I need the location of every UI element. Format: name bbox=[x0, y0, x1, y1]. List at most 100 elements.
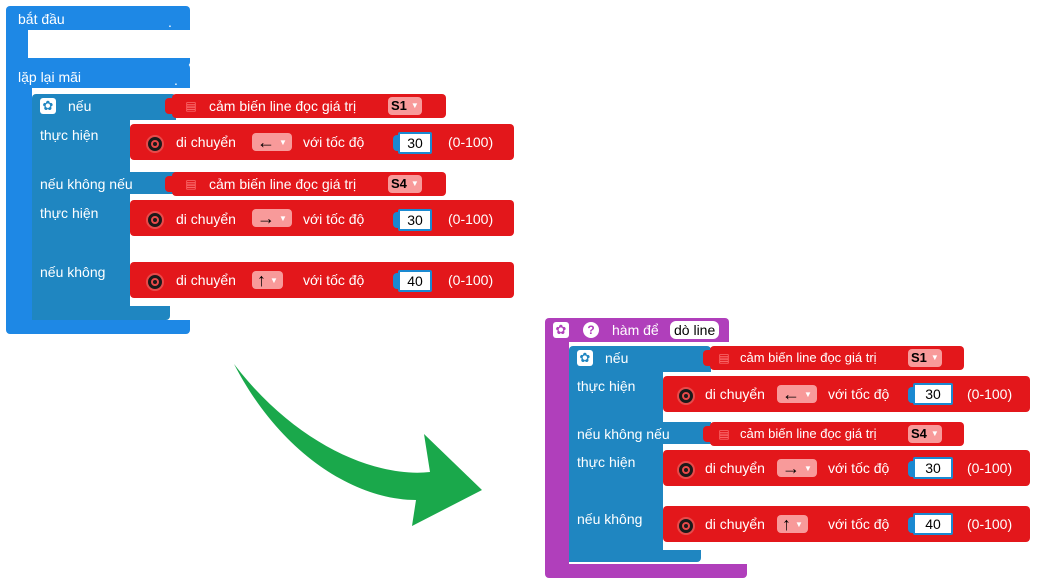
move2-arrow: → bbox=[257, 208, 275, 228]
with-speed-label: với tốc độ bbox=[828, 386, 890, 402]
sensor1-tab bbox=[165, 98, 173, 114]
if-block-bottom bbox=[32, 306, 170, 320]
sensor2-dropdown[interactable]: S4▼ bbox=[908, 425, 942, 443]
gear-icon[interactable]: ✿ bbox=[553, 322, 569, 338]
speed1-input[interactable]: 30 bbox=[398, 132, 432, 154]
speed1-plug bbox=[908, 387, 915, 403]
speed3-input[interactable]: 40 bbox=[913, 513, 953, 535]
function-block-arm bbox=[545, 342, 569, 574]
sensor1-dropdown[interactable]: S1▼ bbox=[908, 349, 942, 367]
if-block-arm bbox=[32, 120, 130, 320]
do1-label: thực hiện bbox=[40, 127, 99, 143]
move1-text: di chuyển bbox=[705, 386, 765, 402]
move3-direction-dropdown[interactable]: ↑▼ bbox=[252, 271, 283, 289]
move1-arrow: ← bbox=[257, 132, 275, 152]
speed3-range: (0-100) bbox=[967, 516, 1013, 532]
gear-icon[interactable]: ✿ bbox=[577, 350, 593, 366]
line-sensor-icon: ▤ bbox=[185, 99, 197, 113]
help-icon[interactable]: ? bbox=[583, 322, 599, 338]
move3-block[interactable] bbox=[130, 262, 514, 298]
elseif-label: nếu không nếu bbox=[40, 176, 133, 192]
speed1-range: (0-100) bbox=[448, 134, 494, 150]
sensor2-dropdown[interactable]: S4▼ bbox=[388, 175, 422, 193]
start-block[interactable] bbox=[6, 6, 190, 30]
else-label: nếu không bbox=[577, 511, 643, 527]
move2-text: di chuyển bbox=[705, 460, 765, 476]
line-sensor-icon: ▤ bbox=[718, 351, 730, 365]
move3-arrow: ↑ bbox=[257, 270, 266, 290]
speed3-range: (0-100) bbox=[448, 272, 494, 288]
motor-icon bbox=[677, 461, 695, 479]
with-speed-label: với tốc độ bbox=[828, 460, 890, 476]
forever-dot: . bbox=[174, 72, 178, 88]
forever-block[interactable] bbox=[6, 64, 190, 88]
move2-arrow: → bbox=[782, 458, 800, 478]
start-block-bottom bbox=[6, 58, 190, 66]
speed2-plug bbox=[393, 212, 400, 228]
with-speed-label: với tốc độ bbox=[303, 134, 365, 150]
dropdown-arrow-icon: ▼ bbox=[410, 101, 419, 110]
move1-direction-dropdown[interactable]: ←▼ bbox=[252, 133, 292, 151]
move1-arrow: ← bbox=[782, 384, 800, 404]
gear-icon[interactable]: ✿ bbox=[40, 98, 56, 114]
motor-icon bbox=[677, 517, 695, 535]
forever-block-bottom bbox=[6, 320, 190, 334]
with-speed-label: với tốc độ bbox=[303, 272, 365, 288]
motor-icon bbox=[146, 273, 164, 291]
sensor2-text: cảm biến line đọc giá trị bbox=[209, 176, 357, 192]
move2-direction-dropdown[interactable]: →▼ bbox=[252, 209, 292, 227]
do2-label: thực hiện bbox=[40, 205, 99, 221]
motor-icon bbox=[146, 135, 164, 153]
function-label: hàm để bbox=[612, 322, 659, 338]
speed1-input[interactable]: 30 bbox=[913, 383, 953, 405]
motor-icon bbox=[146, 211, 164, 229]
if-block-arm bbox=[569, 372, 663, 562]
if-block[interactable] bbox=[32, 94, 176, 120]
sensor1-text: cảm biến line đọc giá trị bbox=[740, 350, 877, 365]
move2-block[interactable] bbox=[130, 200, 514, 236]
move1-block[interactable] bbox=[130, 124, 514, 160]
elseif-label: nếu không nếu bbox=[577, 426, 670, 442]
move2-text: di chuyển bbox=[176, 211, 236, 227]
speed3-input[interactable]: 40 bbox=[398, 270, 432, 292]
speed3-plug bbox=[393, 273, 400, 289]
if-block-elseif-row bbox=[569, 422, 711, 444]
forever-label: lặp lại mãi bbox=[18, 69, 82, 85]
curved-arrow-icon bbox=[234, 364, 482, 526]
start-dot: . bbox=[168, 14, 172, 30]
dropdown-arrow-icon: ▼ bbox=[410, 179, 419, 188]
function-name-field[interactable]: dò line bbox=[670, 321, 720, 339]
sensor1-value: S1 bbox=[911, 350, 927, 365]
line-sensor-icon: ▤ bbox=[185, 177, 197, 191]
sensor1-text: cảm biến line đọc giá trị bbox=[209, 98, 357, 114]
do2-label: thực hiện bbox=[577, 454, 636, 470]
line-sensor-icon: ▤ bbox=[718, 427, 730, 441]
speed2-input[interactable]: 30 bbox=[913, 457, 953, 479]
function-block-bottom bbox=[545, 564, 747, 578]
with-speed-label: với tốc độ bbox=[303, 211, 365, 227]
sensor1-value: S1 bbox=[391, 98, 407, 113]
move1-direction-dropdown[interactable]: ←▼ bbox=[777, 385, 817, 403]
speed2-range: (0-100) bbox=[967, 460, 1013, 476]
speed3-plug bbox=[908, 517, 915, 533]
with-speed-label: với tốc độ bbox=[828, 516, 890, 532]
do1-label: thực hiện bbox=[577, 378, 636, 394]
move2-direction-dropdown[interactable]: →▼ bbox=[777, 459, 817, 477]
if-block-bottom bbox=[569, 550, 701, 562]
if-label: nếu bbox=[68, 98, 92, 114]
dropdown-arrow-icon: ▼ bbox=[795, 520, 803, 529]
sensor2-value: S4 bbox=[911, 426, 927, 441]
move1-block[interactable] bbox=[663, 376, 1030, 412]
move2-block[interactable] bbox=[663, 450, 1030, 486]
sensor1-dropdown[interactable]: S1▼ bbox=[388, 97, 422, 115]
start-block-arm bbox=[6, 30, 28, 64]
speed2-input[interactable]: 30 bbox=[398, 209, 432, 231]
speed1-range: (0-100) bbox=[967, 386, 1013, 402]
speed1-plug bbox=[393, 135, 400, 151]
move3-direction-dropdown[interactable]: ↑▼ bbox=[777, 515, 808, 533]
sensor2-tab bbox=[703, 426, 711, 442]
dropdown-arrow-icon: ▼ bbox=[804, 390, 812, 399]
sensor2-value: S4 bbox=[391, 176, 407, 191]
dropdown-arrow-icon: ▼ bbox=[279, 138, 287, 147]
move3-block[interactable] bbox=[663, 506, 1030, 542]
